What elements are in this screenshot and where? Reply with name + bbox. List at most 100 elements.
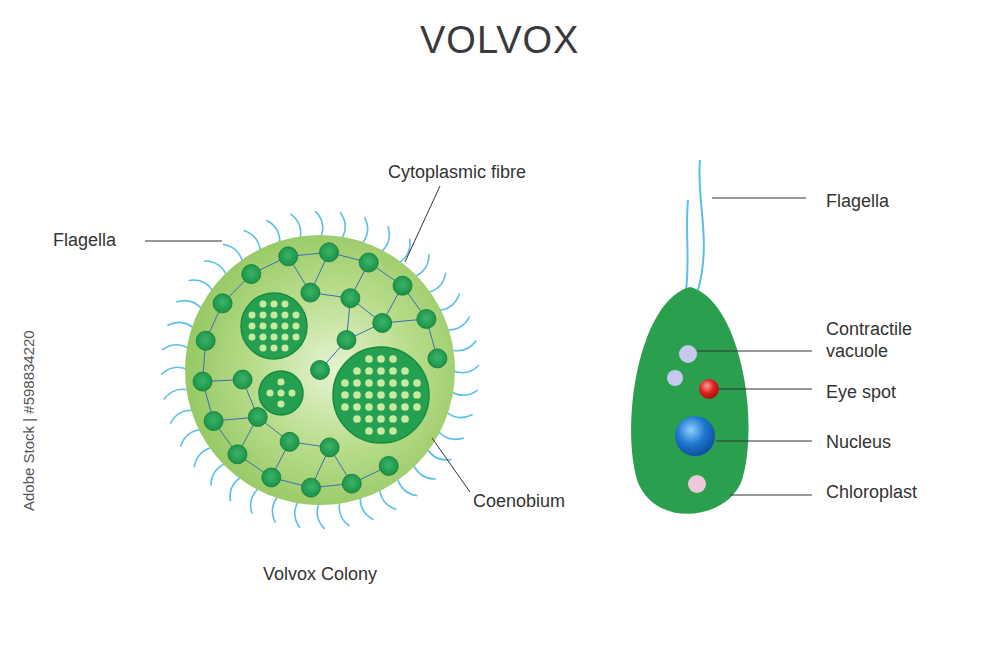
daughter-cell: [270, 300, 277, 307]
part-label: Coenobium: [473, 490, 565, 512]
daughter-cell: [277, 400, 284, 407]
daughter-cell: [389, 355, 397, 363]
daughter-cell: [365, 427, 373, 435]
daughter-cell: [377, 355, 385, 363]
daughter-cell: [413, 391, 421, 399]
caption-label: Volvox Colony: [263, 563, 377, 585]
colony-cell: [301, 478, 320, 497]
daughter-cell: [281, 333, 288, 340]
nucleus: [675, 416, 715, 456]
daughter-cell: [389, 367, 397, 375]
colony-flagellum: [194, 447, 214, 467]
daughter-cell: [259, 311, 266, 318]
colony-flagellum: [360, 495, 373, 520]
colony-cell: [242, 265, 261, 284]
part-label: Flagella: [53, 229, 116, 251]
colony-cell: [262, 468, 281, 487]
daughter-cell: [353, 415, 361, 423]
colony-flagellum: [397, 239, 410, 264]
colony-flagellum: [290, 214, 300, 241]
daughter-cell: [377, 379, 385, 387]
daughter-cell: [365, 415, 373, 423]
colony-flagellum: [449, 340, 476, 350]
colony-flagellum: [317, 501, 325, 529]
part-label: Contractile vacuole: [826, 318, 936, 362]
daughter-cell: [365, 379, 373, 387]
daughter-cell: [248, 322, 255, 329]
colony-flagellum: [266, 220, 279, 245]
colony-flagellum: [413, 463, 436, 479]
chloroplast: [688, 475, 706, 493]
colony-flagellum: [244, 231, 261, 254]
colony-cell: [393, 276, 412, 295]
daughter-cell: [259, 344, 266, 351]
colony-flagellum: [251, 487, 261, 514]
colony-cell: [301, 283, 320, 302]
contractile-vacuole: [667, 370, 683, 386]
colony-cell: [280, 432, 299, 451]
colony-cell: [279, 247, 298, 266]
colony-cell: [196, 331, 215, 350]
colony-flagellum: [426, 447, 451, 460]
daughter-cell: [259, 333, 266, 340]
colony-flagellum: [339, 499, 349, 526]
daughter-cell: [353, 391, 361, 399]
colony-flagellum: [161, 367, 189, 375]
colony-flagellum: [379, 487, 396, 510]
daughter-cell: [401, 367, 409, 375]
colony-flagellum: [204, 261, 227, 277]
colony-flagellum: [340, 212, 345, 240]
daughter-cell: [353, 379, 361, 387]
cell-flagella: [686, 160, 704, 290]
daughter-cell: [277, 389, 284, 396]
daughter-cell: [341, 379, 349, 387]
colony-flagellum: [445, 410, 473, 417]
daughter-cell: [270, 311, 277, 318]
eye-spot: [699, 379, 719, 399]
daughter-cell: [270, 344, 277, 351]
daughter-cell: [281, 344, 288, 351]
colony-cell: [359, 253, 378, 272]
colony-flagellum: [295, 499, 300, 527]
daughter-cell: [270, 333, 277, 340]
colony-cell: [320, 243, 339, 262]
daughter-cell: [353, 403, 361, 411]
colony-flagellum: [181, 429, 204, 446]
colony-cell: [213, 294, 232, 313]
daughter-cell: [365, 355, 373, 363]
daughter-cell: [259, 300, 266, 307]
colony-flagellum: [170, 410, 195, 423]
part-label: Flagella: [826, 190, 889, 212]
daughter-cell: [377, 403, 385, 411]
colony-flagellum: [223, 244, 243, 264]
part-label: Chloroplast: [826, 481, 917, 503]
daughter-cell: [281, 311, 288, 318]
daughter-cell: [365, 367, 373, 375]
colony-flagellum: [379, 226, 389, 253]
colony-cell: [341, 289, 360, 308]
watermark: Adobe Stock | #598834220: [18, 330, 40, 511]
daughter-cell: [389, 415, 397, 423]
colony-cell: [193, 372, 212, 391]
colony-flagellum: [451, 365, 479, 373]
daughter-cell: [281, 300, 288, 307]
colony-flagellum: [211, 463, 227, 486]
daughter-cell: [377, 415, 385, 423]
colony-flagellum: [162, 345, 190, 350]
daughter-cell: [413, 403, 421, 411]
colony-flagellum: [164, 389, 191, 399]
daughter-cell: [341, 403, 349, 411]
colony-cell: [233, 370, 252, 389]
part-label: Eye spot: [826, 381, 896, 403]
colony-flagellum: [413, 254, 429, 277]
colony-cell: [373, 313, 392, 332]
leader-lines: [145, 186, 812, 495]
daughter-cell: [389, 427, 397, 435]
daughter-colony: [241, 293, 307, 359]
title: VOLVOX: [420, 18, 579, 62]
daughter-cell: [353, 367, 361, 375]
colony-cell: [337, 331, 356, 350]
contractile-vacuole: [679, 345, 697, 363]
colony-flagellum: [176, 301, 203, 311]
daughter-cell: [389, 403, 397, 411]
